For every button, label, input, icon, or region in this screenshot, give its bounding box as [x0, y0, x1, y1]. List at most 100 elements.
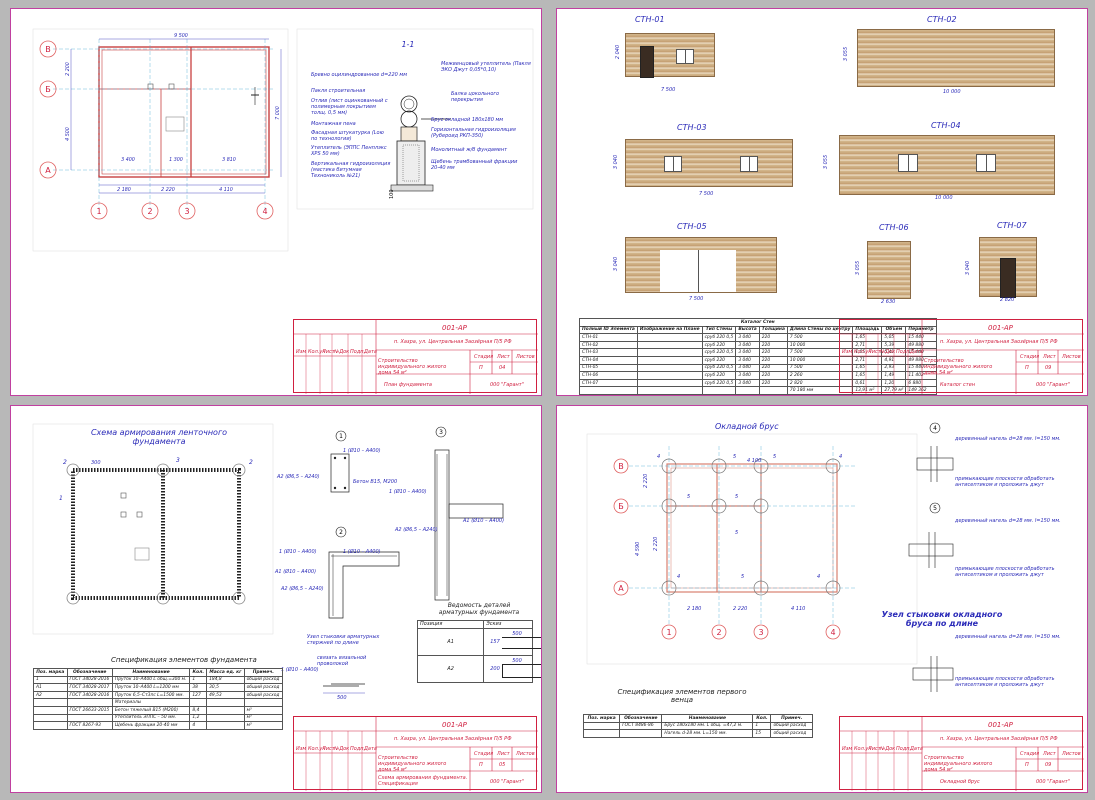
dim-right: 7 000 [275, 106, 281, 120]
dim-left: 4 500 [65, 127, 71, 141]
axis-label-2: 2 [147, 207, 152, 216]
wall-len-06: 2 630 [881, 299, 896, 305]
table-row: Материалы [33, 698, 284, 707]
table-cell: м³ [243, 705, 284, 715]
axis-label-3: 3 [758, 628, 763, 637]
wall-h-04: 3 055 [823, 154, 830, 170]
table-cell: сруб 220 [701, 340, 737, 350]
wall-title-03: СТН-03 [677, 123, 707, 132]
window-icon [898, 154, 918, 172]
tb-h5: Дата [364, 746, 377, 752]
tb-location: п. Хазра, ул. Центральная Заозёрная П/5 … [394, 339, 512, 345]
tb-h3: №Док [880, 349, 896, 355]
table-cell [189, 698, 208, 707]
table-cell [636, 348, 703, 357]
rebar-label-4: А1 (Ø10 – А400) [463, 518, 505, 524]
mark-5b: 5 [773, 454, 776, 460]
tb-stage: П [1025, 762, 1029, 768]
tb-project: Строительство индивидуального жилого дом… [924, 358, 993, 376]
axis-label-2: 2 [716, 628, 721, 637]
tb-stage: П [1025, 365, 1029, 371]
table-cell: 220 [758, 363, 788, 373]
level-mark: 100 [389, 189, 395, 199]
wall-h-07: 3 040 [965, 260, 972, 276]
wall-len-01: 7 500 [661, 87, 676, 93]
column-header: Поз. марка [33, 668, 68, 677]
dim-seg1: 3 400 [121, 157, 135, 163]
column-header: Изображение на Плане [636, 325, 703, 335]
table-cell: сруб 220 0,5 [701, 363, 737, 373]
tb-sheet-name: План фундамента [384, 382, 432, 388]
nagel-note-3: деревянный нагель d=28 мм. l=150 мм. [955, 634, 1061, 640]
table-cell [33, 721, 68, 730]
vedomost-head-pos: Позиция [416, 620, 485, 629]
window-icon [676, 49, 694, 64]
table-cell: Бетон тяжелый В15 (М200) [111, 705, 191, 715]
tb-project: Строительство индивидуального жилого дом… [378, 755, 447, 773]
tb-stage: П [479, 762, 483, 768]
axis-label-v: В [45, 45, 51, 54]
table-cell: 220 [758, 348, 788, 357]
vedomost-size-a2: 500 [512, 657, 522, 664]
tb-h5: Дата [364, 349, 377, 355]
title-block: 001-АР п. Хазра, ул. Центральная Заозёрн… [839, 319, 1084, 394]
column-header: Обозначение [619, 714, 663, 723]
table-cell: 149 362 [905, 386, 937, 395]
wall-len-07: 2 820 [1000, 297, 1015, 303]
node-note: Узел стыковки арматурных стержней по дли… [307, 634, 380, 646]
table-cell: 1 [189, 675, 208, 685]
node-label-3: 3 [439, 429, 443, 436]
door-icon [1000, 258, 1016, 298]
opening-icon [660, 250, 736, 292]
tb-h2: Лист [868, 349, 881, 355]
callout-right-1: Балка цокольного перекрытия [451, 91, 500, 103]
table-cell: СТН-06 [579, 371, 638, 380]
tie-label: 1 (Ø10 – А400) [281, 667, 319, 673]
nagel-note-2: деревянный нагель d=28 мм. l=150 мм. [955, 518, 1061, 524]
table-cell: 70 180 мм [786, 386, 854, 395]
tb-col-sheets: Листов [1062, 354, 1081, 360]
table-cell [206, 713, 245, 723]
table-cell [33, 713, 68, 723]
sheet-base-beam: Окладной брус В Б А 1 2 3 4 [556, 405, 1088, 793]
table-cell: СТН-03 [579, 348, 638, 357]
node-mark-1: 1 [59, 495, 63, 502]
table-cell: СТН-02 [579, 340, 638, 350]
table-cell [33, 698, 68, 707]
table-cell [33, 705, 68, 715]
tb-project: Строительство индивидуального жилого дом… [378, 358, 447, 376]
wall-title-01: СТН-01 [635, 15, 665, 24]
tb-h2: Лист [322, 349, 335, 355]
table-cell: А2 [33, 690, 68, 700]
dim-left-l1: 2 220 [643, 474, 649, 488]
tb-sheet-no: 05 [499, 762, 506, 768]
rebar-label-node2c: А1 (Ø10 – А400) [275, 569, 317, 575]
table-cell: общий расход [243, 690, 284, 700]
tb-h1: Кол.уч [854, 746, 872, 752]
column-header: Масса ед. кг [206, 668, 245, 677]
table-cell: 220 [758, 333, 788, 342]
wall-title-07: СТН-07 [997, 221, 1027, 230]
table-cell [619, 729, 663, 738]
window-icon [740, 156, 758, 172]
table-cell: общий расход [243, 675, 284, 685]
table-cell: 49,53 [206, 690, 245, 700]
callout-right-0: Межвенцовый утеплитель (Пакля ЭКО Джут 0… [441, 61, 531, 73]
table-cell: м³ [243, 721, 284, 730]
callout-left-6: Вертикальная гидроизоляция (мастика биту… [311, 161, 391, 179]
table-cell: ГОСТ 8486-86 [619, 721, 663, 731]
axis-label-1: 1 [666, 628, 671, 637]
callout-left-1: Пакля строительная [311, 88, 366, 94]
vedomost-head-sketch: Эскиз [483, 620, 533, 629]
tb-code: 001-АР [442, 721, 467, 729]
callout-left-0: Бревно оцилиндрованное d=220 мм [311, 72, 407, 78]
tb-sheet-no: 09 [1045, 365, 1052, 371]
plan-title: Окладной брус [715, 422, 779, 431]
tb-col-stage: Стадия [474, 751, 494, 757]
joint-title: Узел стыковки окладного бруса по длине [881, 610, 1003, 628]
